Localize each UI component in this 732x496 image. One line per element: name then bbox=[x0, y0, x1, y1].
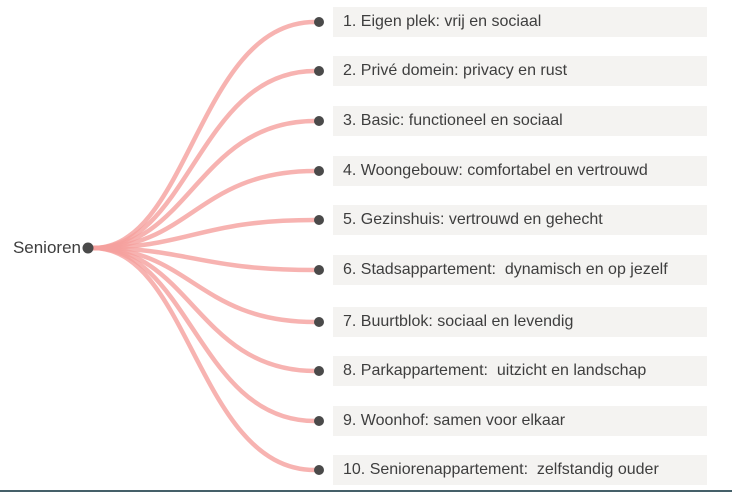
mindmap-node-10[interactable]: 10. Seniorenappartement: zelfstandig oud… bbox=[333, 455, 707, 485]
branch-curve-9 bbox=[90, 245, 318, 424]
node-dot-2[interactable] bbox=[314, 66, 324, 76]
mindmap-node-1[interactable]: 1. Eigen plek: vrij en sociaal bbox=[333, 7, 707, 37]
node-dot-3[interactable] bbox=[314, 116, 324, 126]
root-node-senioren[interactable]: Senioren bbox=[12, 238, 81, 257]
node-dot-5[interactable] bbox=[314, 215, 324, 225]
mindmap-node-6[interactable]: 6. Stadsappartement: dynamisch en op jez… bbox=[333, 255, 707, 285]
mindmap-node-8[interactable]: 8. Parkappartement: uitzicht en landscha… bbox=[333, 356, 707, 386]
branch-curve-3 bbox=[90, 118, 318, 251]
mindmap-node-2[interactable]: 2. Privé domein: privacy en rust bbox=[333, 56, 707, 86]
node-dot-1[interactable] bbox=[314, 17, 324, 27]
bottom-divider bbox=[0, 490, 732, 492]
node-dot-7[interactable] bbox=[314, 317, 324, 327]
mindmap-node-7[interactable]: 7. Buurtblok: sociaal en levendig bbox=[333, 307, 707, 337]
node-dot-6[interactable] bbox=[314, 265, 324, 275]
branch-curve-10 bbox=[90, 245, 318, 473]
mindmap-node-9[interactable]: 9. Woonhof: samen voor elkaar bbox=[333, 406, 707, 436]
node-dot-10[interactable] bbox=[314, 465, 324, 475]
node-dot-9[interactable] bbox=[314, 416, 324, 426]
mindmap-node-4[interactable]: 4. Woongebouw: comfortabel en vertrouwd bbox=[333, 156, 707, 186]
branch-curve-2 bbox=[90, 68, 318, 251]
branch-curve-8 bbox=[90, 245, 318, 374]
node-dot-4[interactable] bbox=[314, 166, 324, 176]
node-dot-8[interactable] bbox=[314, 366, 324, 376]
mindmap-node-5[interactable]: 5. Gezinshuis: vertrouwd en gehecht bbox=[333, 205, 707, 235]
root-dot[interactable] bbox=[82, 242, 94, 254]
branch-curve-1 bbox=[90, 19, 318, 251]
mindmap-node-3[interactable]: 3. Basic: functioneel en sociaal bbox=[333, 106, 707, 136]
branch-curve-4 bbox=[90, 168, 318, 251]
